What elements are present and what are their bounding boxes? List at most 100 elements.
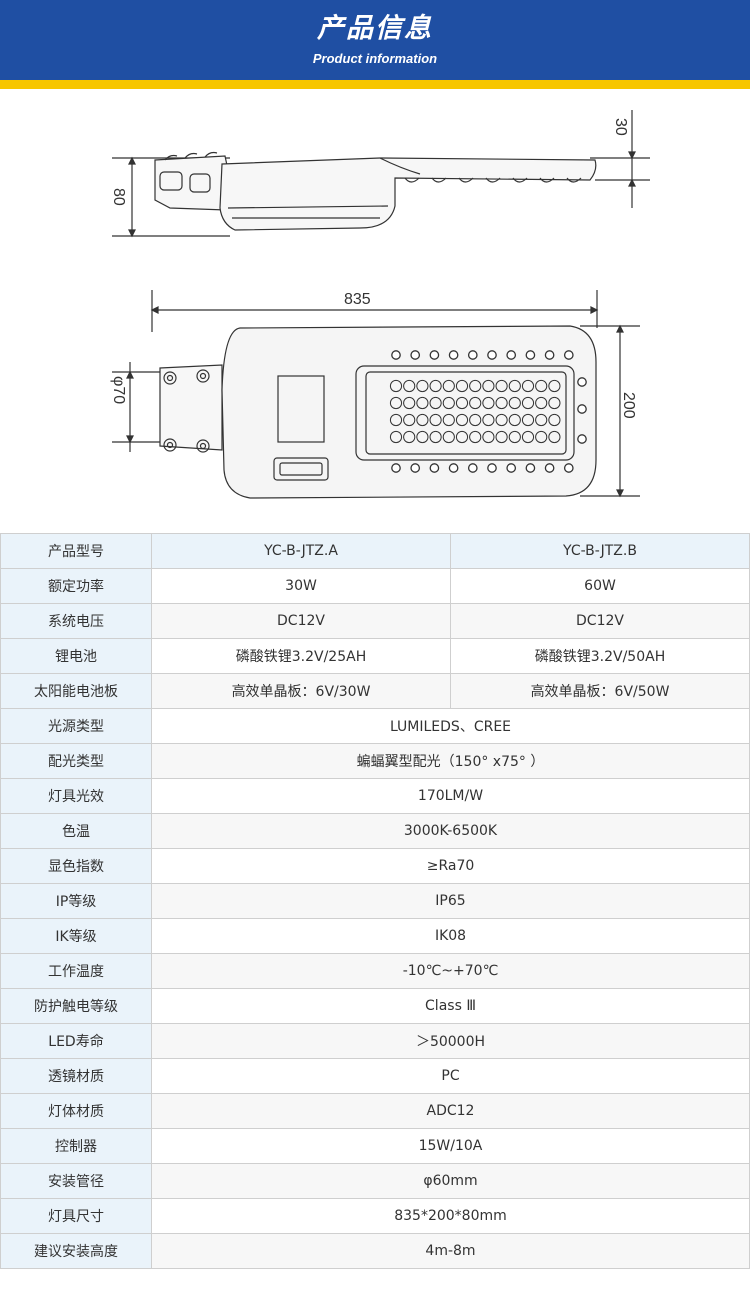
row-label: IP等级 [0, 883, 152, 919]
led-array [389, 379, 561, 444]
top-view [112, 290, 640, 499]
led-lens [469, 396, 482, 410]
row-label: 太阳能电池板 [0, 673, 152, 709]
led-lens [416, 413, 429, 427]
led-lens [535, 430, 548, 444]
row-label: 显色指数 [0, 848, 152, 884]
screw-hole [429, 350, 440, 360]
led-lens [455, 379, 469, 393]
header-model-b: YC-B-JTZ.B [450, 533, 750, 569]
led-lens [389, 430, 403, 444]
led-lens [455, 413, 469, 427]
screw-hole [544, 350, 555, 360]
row-label: 额定功率 [0, 568, 152, 604]
screw-hole [467, 350, 478, 360]
screw-hole [577, 377, 587, 387]
led-lens [548, 379, 561, 393]
row-value-a: 30W [151, 568, 451, 604]
led-lens [455, 396, 469, 410]
header-model-a: YC-B-JTZ.A [151, 533, 451, 569]
led-lens [548, 396, 561, 410]
row-value-a: 磷酸铁锂3.2V/25AH [151, 638, 451, 674]
dim-side-height: 80 [110, 188, 127, 206]
led-lens [482, 396, 495, 410]
dim-width: 200 [620, 392, 637, 419]
led-lens [389, 413, 403, 427]
led-lens [521, 430, 535, 444]
row-value: 835*200*80mm [151, 1198, 750, 1234]
table-row: 显色指数≥Ra70 [0, 848, 750, 884]
screw-hole [544, 463, 555, 473]
led-lens [495, 430, 508, 444]
row-label: 配光类型 [0, 743, 152, 779]
row-label: 系统电压 [0, 603, 152, 639]
screw-hole [525, 350, 536, 360]
led-lens [469, 430, 482, 444]
row-label: 色温 [0, 813, 152, 849]
screw-hole [410, 463, 421, 473]
row-value-b: DC12V [450, 603, 750, 639]
table-row: 工作温度-10℃~+70℃ [0, 953, 750, 989]
side-view [112, 110, 650, 238]
row-value: ＞50000H [151, 1023, 750, 1059]
row-value: ADC12 [151, 1093, 750, 1129]
header-stripe [0, 80, 750, 89]
led-lens [429, 430, 442, 444]
page-subtitle: Product information [312, 51, 438, 66]
led-lens [403, 430, 416, 444]
screw-hole [487, 350, 497, 360]
row-value-a: DC12V [151, 603, 451, 639]
led-lens [403, 413, 416, 427]
row-label: LED寿命 [0, 1023, 152, 1059]
led-lens [403, 379, 416, 393]
led-lens [495, 413, 508, 427]
led-lens [508, 379, 521, 393]
screw-hole [410, 350, 421, 360]
row-label: 光源类型 [0, 708, 152, 744]
row-value: Class Ⅲ [151, 988, 750, 1024]
screw-hole [429, 463, 440, 473]
table-row: 配光类型蝙蝠翼型配光（150° x75° ） [0, 743, 750, 779]
row-value: IK08 [151, 918, 750, 954]
led-lens [482, 379, 495, 393]
row-label: 灯具光效 [0, 778, 152, 814]
led-lens [416, 379, 429, 393]
screw-hole [448, 463, 459, 473]
row-value: 170LM/W [151, 778, 750, 814]
row-value: 4m-8m [151, 1233, 750, 1269]
led-lens [495, 396, 508, 410]
row-label: 锂电池 [0, 638, 152, 674]
led-lens [429, 396, 442, 410]
header-label: 产品型号 [0, 533, 152, 569]
screw-hole [448, 350, 459, 360]
row-value: IP65 [151, 883, 750, 919]
header-banner [0, 0, 750, 80]
led-lens [521, 396, 535, 410]
mounting-holes [391, 350, 587, 473]
row-value: 蝙蝠翼型配光（150° x75° ） [151, 743, 750, 779]
led-lens [429, 379, 442, 393]
page-title: 产品信息 [317, 13, 433, 44]
led-lens [442, 430, 455, 444]
screw-hole [563, 350, 574, 360]
led-lens [442, 379, 455, 393]
screw-hole [487, 463, 497, 473]
screw-hole [391, 463, 401, 473]
row-label: IK等级 [0, 918, 152, 954]
led-lens [442, 396, 455, 410]
led-lens [429, 413, 442, 427]
